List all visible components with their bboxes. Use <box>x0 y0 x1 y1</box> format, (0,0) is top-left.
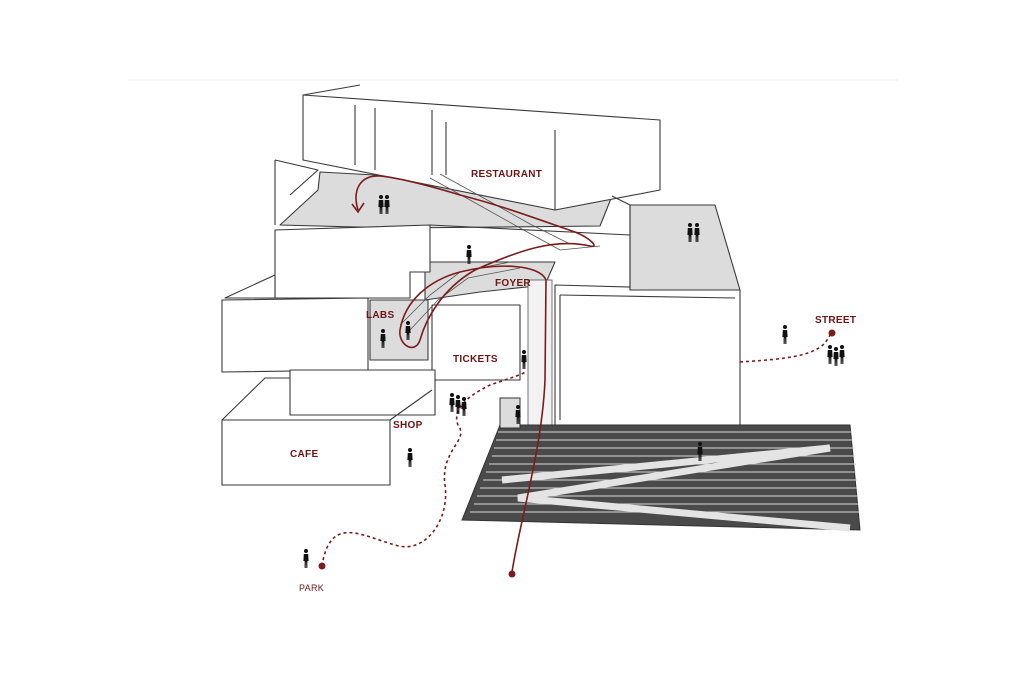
internal-stairs <box>399 173 601 426</box>
route-arrowhead <box>351 202 365 214</box>
restaurant-box <box>302 94 661 211</box>
plaza-endpoint <box>508 570 516 578</box>
street-endpoint <box>828 329 836 337</box>
route-street-dashed <box>739 332 833 363</box>
plaza-ramp <box>501 444 851 532</box>
building-massing <box>221 84 741 486</box>
label-park: PARK <box>299 583 324 593</box>
space-labels: RESTAURANT FOYER LABS TICKETS SHOP CAFE … <box>290 169 856 593</box>
label-restaurant: RESTAURANT <box>471 169 542 180</box>
circulation-route <box>321 175 833 573</box>
park-endpoint <box>318 562 326 570</box>
label-shop: SHOP <box>393 420 423 431</box>
upper-left-box <box>274 224 431 299</box>
label-foyer: FOYER <box>495 278 531 289</box>
label-street: STREET <box>815 315 856 326</box>
tickets-box <box>431 304 521 381</box>
route-park-dashed <box>321 371 527 567</box>
foyer-floor <box>424 261 556 301</box>
mid-left-box <box>221 297 369 373</box>
label-labs: LABS <box>366 310 394 321</box>
label-cafe: CAFE <box>290 449 318 460</box>
shop-box <box>289 369 436 416</box>
cafe-box <box>221 419 391 486</box>
mid-left-box-top <box>224 274 276 299</box>
right-block-roof <box>629 204 741 291</box>
stepped-plaza <box>461 397 861 532</box>
route-main <box>355 175 595 573</box>
plaza-step-block <box>499 397 521 429</box>
label-tickets: TICKETS <box>453 354 498 365</box>
right-block-front <box>554 284 741 426</box>
labs-floor <box>369 299 429 361</box>
